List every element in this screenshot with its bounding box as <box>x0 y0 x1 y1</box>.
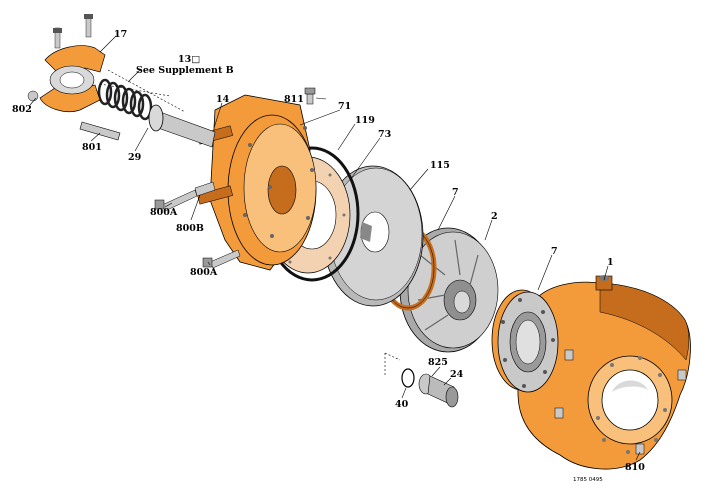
drawing-number: 1785 0495 <box>573 477 603 483</box>
callout-71: 71 <box>338 101 351 112</box>
bolt-800b <box>194 181 216 197</box>
callout-7-wear-ring: 7 <box>452 187 459 198</box>
callout-73: 73 <box>378 129 391 140</box>
callout-7-wear-plate: 7 <box>551 246 558 257</box>
suction-wear-plate <box>491 289 559 393</box>
callout-119: 119 <box>355 115 375 126</box>
callout-802: 802 <box>12 104 32 115</box>
coupling-gland <box>27 14 106 112</box>
bearing-housing <box>196 94 317 271</box>
callout-800a-bottom: 800A <box>190 267 218 278</box>
callout-29: 29 <box>128 152 142 163</box>
grease-fitting <box>304 87 316 105</box>
callout-1: 1 <box>607 257 614 268</box>
callout-115: 115 <box>430 160 450 171</box>
back-cover-plate <box>322 165 424 307</box>
impeller <box>399 227 499 353</box>
pump-casing <box>517 275 691 470</box>
bolt-800a-bottom <box>202 249 241 269</box>
leader-lines <box>29 35 641 461</box>
callout-800a-top: 800A <box>150 207 178 218</box>
callout-800b: 800B <box>176 223 204 234</box>
callout-825: 825 <box>428 357 448 368</box>
seal-springs <box>97 78 164 132</box>
callout-14: 14 <box>216 94 230 105</box>
callout-40: 40 <box>395 399 409 410</box>
stud-801 <box>79 121 121 141</box>
drain-plug-assembly <box>401 368 459 408</box>
callout-see-supplement: See Supplement B <box>136 65 234 76</box>
callout-810: 810 <box>625 462 645 473</box>
callout-811: 811 <box>284 94 304 105</box>
callout-17: 17 <box>114 29 127 40</box>
callout-801: 801 <box>82 142 102 153</box>
callout-24: 24 <box>450 369 464 380</box>
callout-2: 2 <box>491 211 498 222</box>
shaft <box>154 109 216 148</box>
callout-13: 13□ <box>178 54 200 65</box>
